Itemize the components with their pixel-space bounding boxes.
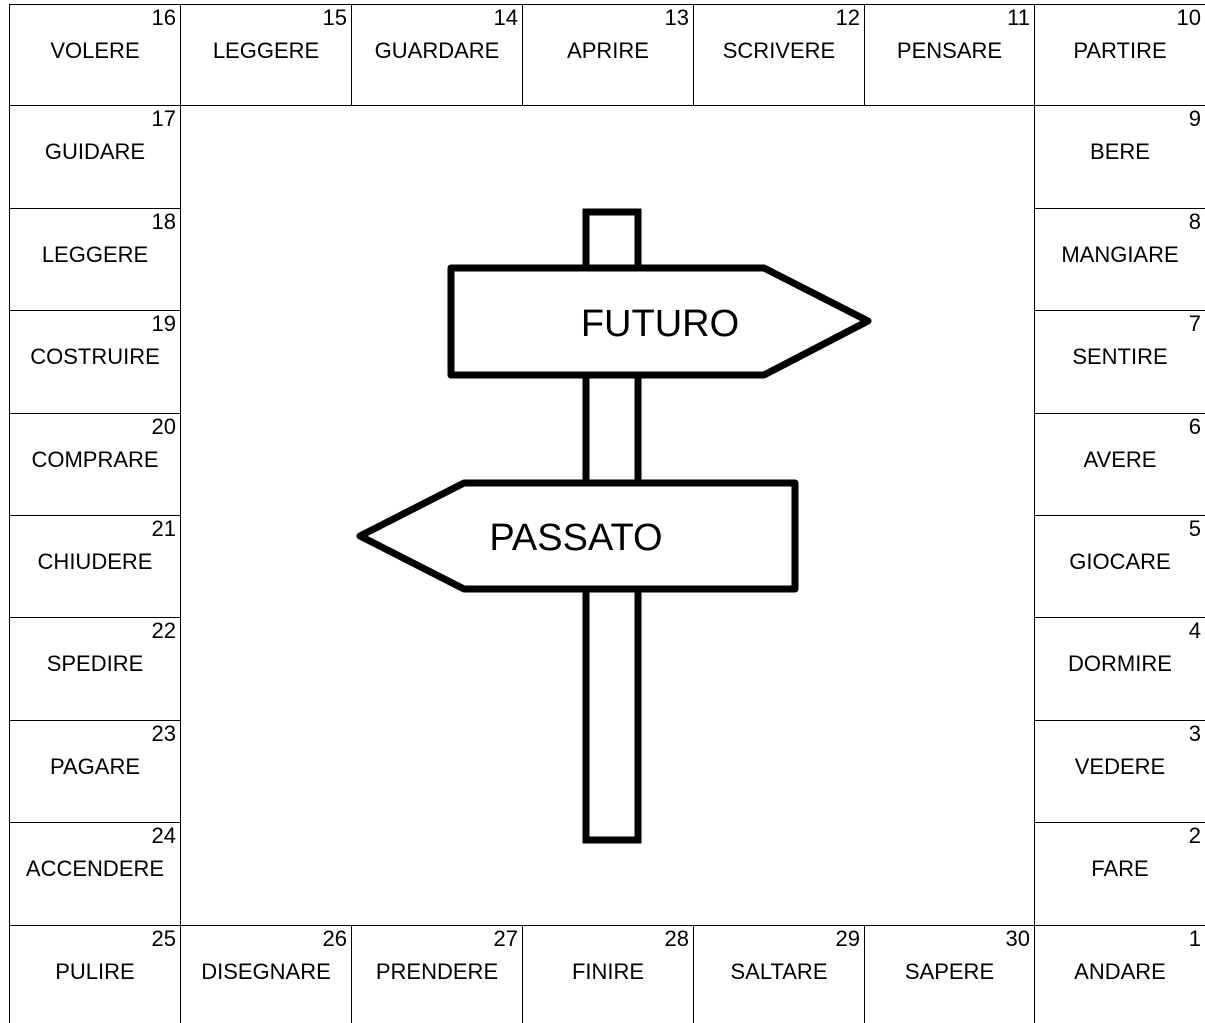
- square-number: 10: [1176, 5, 1201, 30]
- past-sign-label: PASSATO: [489, 517, 662, 559]
- square-number: 17: [151, 106, 176, 131]
- square-verb: SAPERE: [904, 959, 995, 984]
- square-verb: GUIDARE: [44, 139, 146, 164]
- square-number: 22: [151, 618, 176, 643]
- square-number: 25: [151, 926, 176, 951]
- square-number: 20: [151, 414, 176, 439]
- square-number: 29: [835, 926, 860, 951]
- square-number: 7: [1188, 311, 1201, 336]
- square-number: 16: [151, 5, 176, 30]
- square-number: 26: [322, 926, 347, 951]
- square-verb: SENTIRE: [1072, 344, 1168, 369]
- square-verb: CHIUDERE: [37, 549, 153, 574]
- square-verb: DISEGNARE: [201, 959, 331, 984]
- square-verb: PAGARE: [49, 754, 141, 779]
- future-sign-arrow: [447, 264, 872, 379]
- square-verb: VEDERE: [1074, 754, 1166, 779]
- square-verb: LEGGERE: [212, 38, 320, 63]
- square-verb: PARTIRE: [1073, 38, 1167, 63]
- square-number: 6: [1188, 414, 1201, 439]
- square-verb: COSTRUIRE: [30, 344, 160, 369]
- square-number: 18: [151, 209, 176, 234]
- square-number: 27: [493, 926, 518, 951]
- square-number: 1: [1188, 926, 1201, 951]
- square-verb: FINIRE: [571, 959, 645, 984]
- square-verb: PRENDERE: [375, 959, 499, 984]
- square-number: 12: [835, 5, 860, 30]
- square-verb: FARE: [1091, 856, 1149, 881]
- square-verb: VOLERE: [50, 38, 140, 63]
- square-number: 23: [151, 721, 176, 746]
- square-verb: SALTARE: [730, 959, 828, 984]
- square-verb: ANDARE: [1074, 959, 1166, 984]
- square-verb: PULIRE: [55, 959, 135, 984]
- square-number: 4: [1188, 618, 1201, 643]
- square-verb: SCRIVERE: [722, 38, 836, 63]
- square-number: 5: [1188, 516, 1201, 541]
- square-number: 28: [664, 926, 689, 951]
- square-number: 9: [1188, 106, 1201, 131]
- square-verb: BERE: [1090, 139, 1150, 164]
- square-number: 14: [493, 5, 518, 30]
- past-sign-arrow: [356, 479, 799, 593]
- square-number: 11: [1007, 5, 1030, 30]
- square-verb: MANGIARE: [1061, 242, 1179, 267]
- square-number: 24: [151, 823, 176, 848]
- square-number: 30: [1005, 926, 1030, 951]
- square-number: 19: [151, 311, 176, 336]
- square-verb: SPEDIRE: [46, 651, 144, 676]
- square-verb: AVERE: [1083, 447, 1157, 472]
- square-number: 15: [322, 5, 347, 30]
- square-verb: PENSARE: [896, 38, 1003, 63]
- future-sign-label: FUTURO: [581, 303, 739, 345]
- square-verb: GUARDARE: [374, 38, 500, 63]
- square-verb: ACCENDERE: [25, 856, 165, 881]
- square-number: 8: [1188, 209, 1201, 234]
- square-number: 2: [1188, 823, 1201, 848]
- square-verb: DORMIRE: [1068, 651, 1172, 676]
- square-verb: COMPRARE: [31, 447, 159, 472]
- square-number: 13: [664, 5, 689, 30]
- square-verb: GIOCARE: [1069, 549, 1171, 574]
- square-number: 21: [151, 516, 176, 541]
- square-verb: APRIRE: [567, 38, 649, 63]
- square-verb: LEGGERE: [41, 242, 149, 267]
- square-number: 3: [1188, 721, 1201, 746]
- signpost-illustration: FUTURO PASSATO: [356, 208, 872, 844]
